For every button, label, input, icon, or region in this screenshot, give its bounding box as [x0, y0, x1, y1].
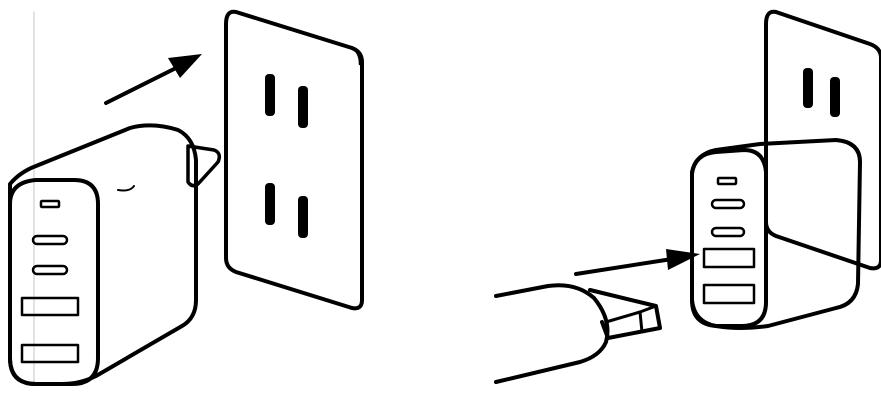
left-panel-plug-into-outlet	[8, 9, 364, 386]
outlet-slots-left	[265, 74, 308, 238]
charger-ports-left	[20, 199, 80, 364]
charger-ports-right	[702, 176, 756, 305]
cable-insert-arrow-icon	[574, 249, 700, 276]
outlet-slots-right	[803, 68, 840, 117]
wall-outlet-left	[224, 9, 364, 311]
right-panel-insert-cable	[494, 9, 881, 384]
wall-outlet-right	[764, 9, 881, 271]
insert-arrow-icon	[104, 54, 202, 105]
charger-left	[8, 11, 198, 386]
usb-cable	[494, 283, 662, 384]
charger-right	[690, 138, 862, 330]
charger-prongs	[186, 144, 222, 188]
